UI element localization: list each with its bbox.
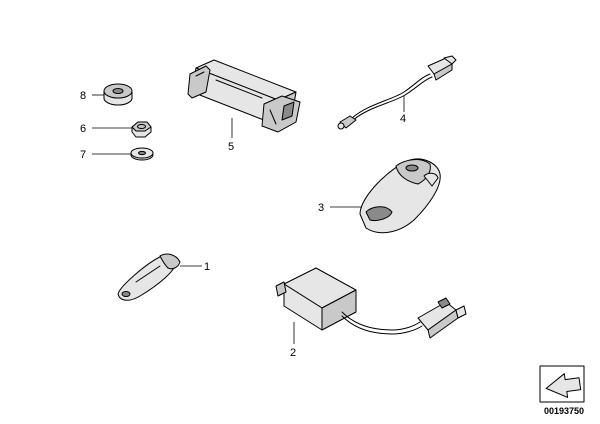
callout-6: 6	[80, 123, 86, 135]
document-id: 00193750	[544, 406, 584, 416]
arrow-stamp-icon	[539, 365, 585, 403]
antenna-cable-icon[interactable]	[337, 55, 457, 130]
callout-8: 8	[80, 90, 86, 102]
key-blank-icon[interactable]	[117, 253, 181, 301]
callout-3: 3	[318, 202, 324, 214]
remote-key-fob-icon[interactable]	[359, 158, 441, 234]
callout-7: 7	[80, 149, 86, 161]
nut-icon[interactable]	[131, 121, 152, 138]
callout-2: 2	[290, 347, 296, 359]
battery-pack-icon[interactable]	[187, 59, 301, 133]
callout-4: 4	[400, 113, 406, 125]
callout-1: 1	[204, 261, 210, 273]
washer-icon[interactable]	[130, 147, 154, 161]
grommet-icon[interactable]	[103, 83, 133, 106]
control-module-icon[interactable]	[275, 267, 467, 339]
callout-5: 5	[228, 141, 234, 153]
